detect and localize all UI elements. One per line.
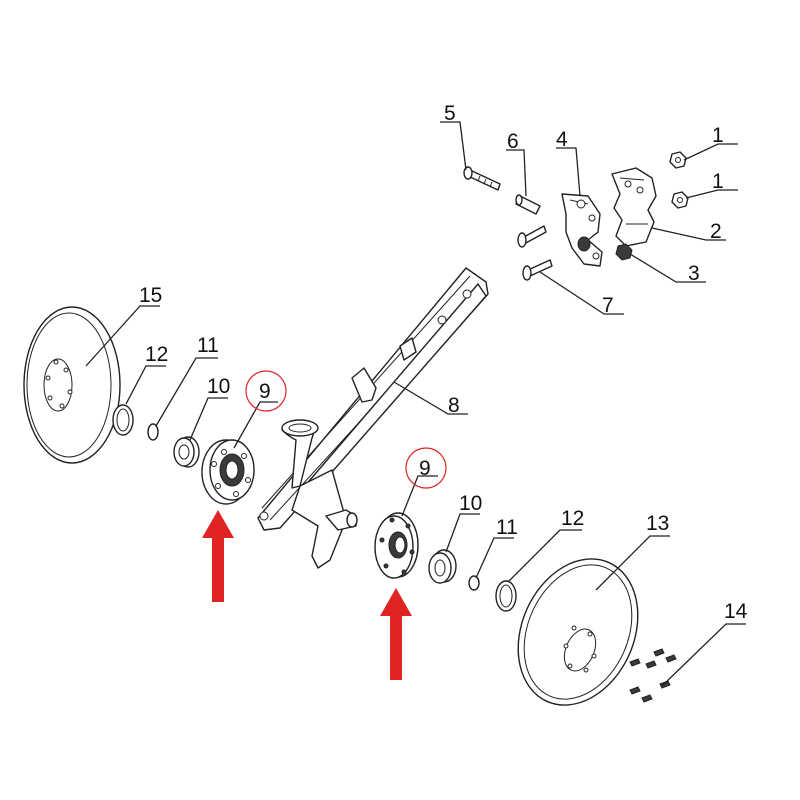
part-9-flange-right — [374, 512, 419, 579]
part-12-snap-ring-left — [112, 404, 134, 436]
part-13-disc-right — [517, 558, 639, 706]
callout-14: 14 — [724, 600, 748, 623]
callout-5: 5 — [444, 102, 456, 125]
carriage-bolt-upper — [517, 225, 547, 248]
callout-9-right: 9 — [419, 457, 431, 480]
part-11-ring-right — [468, 575, 480, 591]
callout-12-left: 12 — [145, 343, 168, 366]
part-5-bolt — [463, 166, 501, 191]
part-4-bracket — [561, 193, 603, 267]
part-15-disc-left — [23, 306, 121, 464]
callout-labels: 1 1 2 3 4 5 6 7 8 9 9 10 10 11 11 12 12 … — [139, 102, 748, 623]
highlight-circles — [245, 370, 447, 489]
red-arrow-right — [380, 588, 412, 680]
part-12-snap-ring-right — [495, 580, 517, 612]
part-10-bearing-left — [173, 436, 200, 468]
part-8-frame-arm — [257, 267, 489, 569]
callout-11-right: 11 — [496, 516, 518, 539]
callout-4: 4 — [556, 128, 568, 151]
callout-10-right: 10 — [459, 492, 482, 515]
callout-9-left: 9 — [259, 380, 271, 403]
part-9-hub-left — [201, 439, 255, 505]
part-14-screws — [629, 648, 677, 703]
callout-8: 8 — [448, 394, 460, 417]
part-7-carriage-bolt — [522, 259, 553, 281]
part-3-nut — [615, 243, 633, 261]
callout-7: 7 — [602, 294, 614, 317]
callout-10-left: 10 — [207, 375, 230, 398]
callout-12-right: 12 — [561, 507, 584, 530]
callout-3: 3 — [688, 262, 700, 285]
callout-2: 2 — [710, 220, 722, 243]
callout-11-left: 11 — [197, 334, 219, 357]
part-11-ring-left — [147, 423, 159, 441]
callout-1-upper: 1 — [712, 124, 724, 147]
part-1-nut-upper — [669, 151, 687, 169]
callout-15: 15 — [139, 284, 162, 307]
part-6-pin — [515, 194, 541, 215]
leader-lines — [85, 121, 746, 687]
callout-13: 13 — [646, 512, 669, 535]
callout-1-lower: 1 — [712, 170, 724, 193]
part-1-nut-lower — [671, 191, 689, 209]
part-10-bearing-right — [428, 549, 457, 584]
part-2-clamp-bracket — [611, 167, 657, 247]
callout-6: 6 — [507, 130, 519, 153]
red-arrow-left — [202, 510, 234, 602]
